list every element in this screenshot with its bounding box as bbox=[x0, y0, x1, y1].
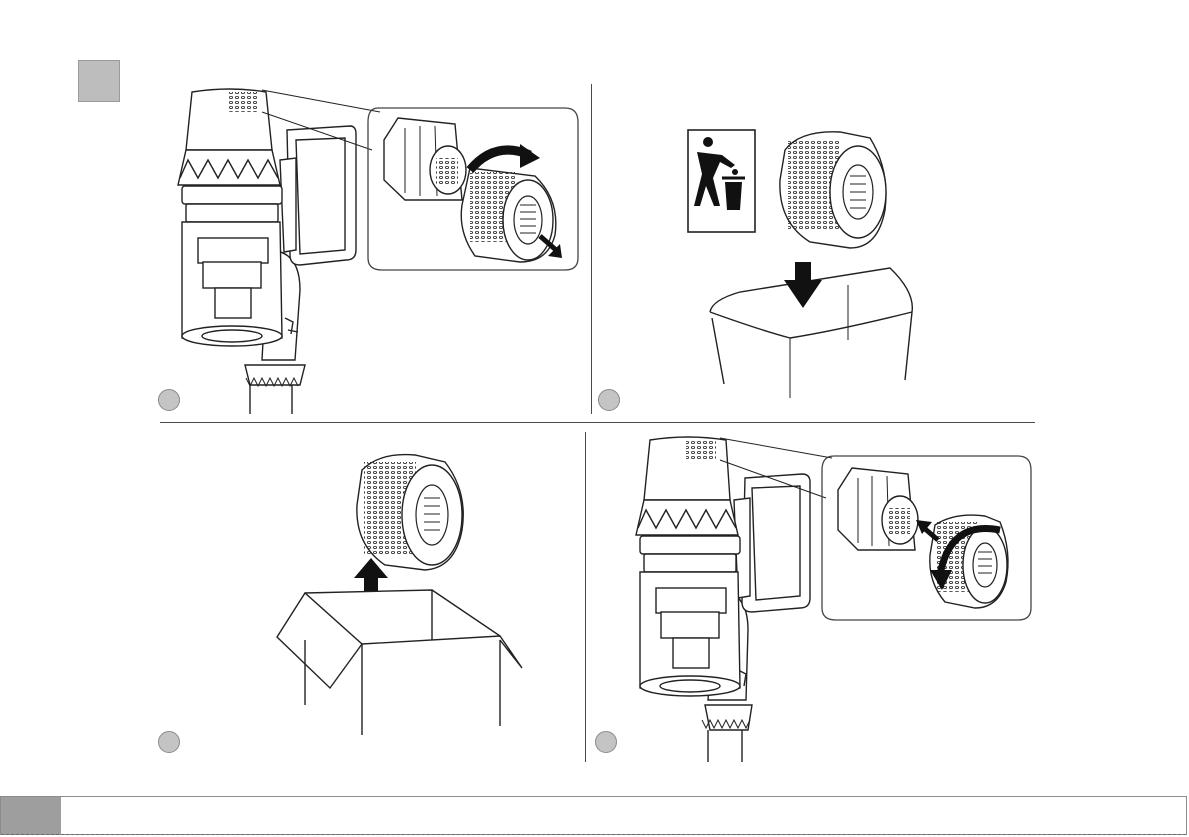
page-footer bbox=[0, 796, 1187, 835]
footer-page-tab bbox=[1, 797, 61, 834]
rotate-arrow-icon bbox=[470, 144, 540, 170]
step2-filter-illustration bbox=[780, 132, 886, 248]
step-badge-1 bbox=[158, 389, 180, 411]
step4-vacuum-illustration bbox=[636, 437, 832, 762]
step1-zoom-callout bbox=[368, 108, 578, 270]
step3-box-illustration bbox=[277, 590, 522, 735]
step-badge-4 bbox=[595, 731, 617, 753]
step-badge-2 bbox=[598, 389, 620, 411]
step-badge-3 bbox=[158, 731, 180, 753]
step4-zoom-callout bbox=[822, 456, 1031, 620]
step3-filter-illustration bbox=[357, 455, 463, 570]
step1-vacuum-illustration bbox=[178, 89, 380, 414]
recycle-bin-icon bbox=[688, 130, 755, 232]
